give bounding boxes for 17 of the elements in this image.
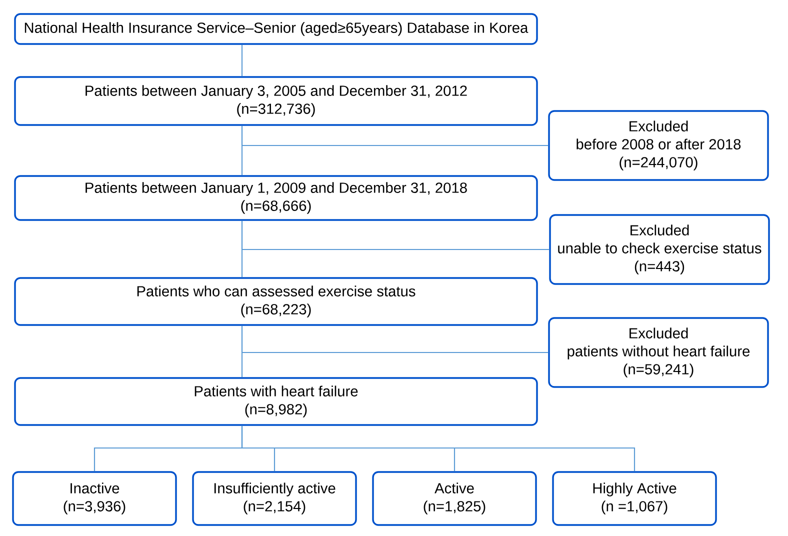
group-box: Inactive (n=3,936) bbox=[12, 471, 177, 526]
group-box: Active (n=1,825) bbox=[372, 471, 537, 526]
connector-line bbox=[241, 126, 548, 146]
connector-line bbox=[241, 220, 550, 250]
group-box: Highly Active (n =1,067) bbox=[552, 471, 717, 526]
connector-line bbox=[241, 426, 636, 472]
process-box: Patients between January 3, 2005 and December 31, 2012 (n=312,736) bbox=[14, 76, 538, 126]
connector-line bbox=[241, 326, 548, 354]
process-box: Patients with heart failure (n=8,982) bbox=[14, 377, 538, 426]
exclusion-box: Excluded before 2008 or after 2018 (n=244,070) bbox=[548, 110, 769, 181]
group-box: Insufficiently active (n=2,154) bbox=[192, 471, 357, 526]
process-box: Patients who can assessed exercise status (n=68,223) bbox=[14, 277, 538, 326]
process-box: National Health Insurance Service–Senior (aged≥65years) Database in Korea bbox=[14, 13, 538, 45]
process-box: Patients between January 1, 2009 and December 31, 2018 (n=68,666) bbox=[14, 175, 538, 221]
connector-line bbox=[241, 44, 243, 76]
exclusion-box: Excluded patients without heart failure (n=59,241) bbox=[548, 317, 769, 388]
exclusion-box: Excluded unable to check exercise status (n=443) bbox=[549, 214, 770, 285]
